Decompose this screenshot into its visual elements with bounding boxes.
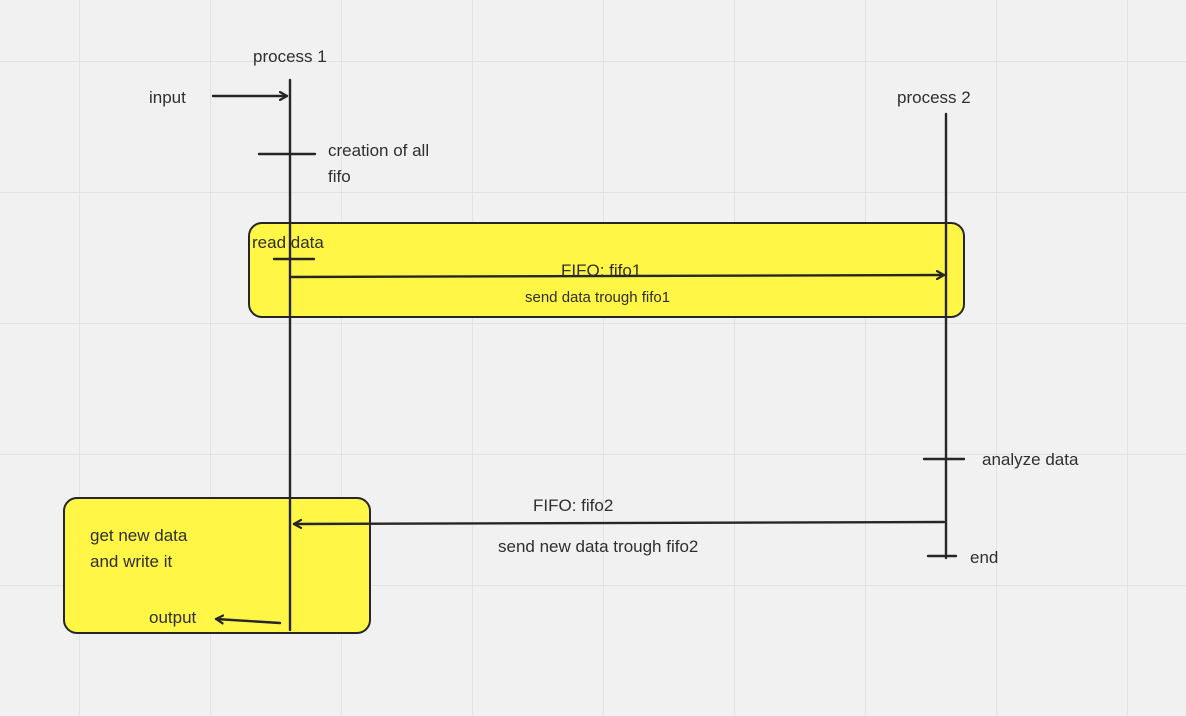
fifo2-name-label: FIFO: fifo2 [533,496,614,515]
fifo1-highlight-box[interactable] [248,222,965,318]
input-label: input [149,88,186,107]
output-highlight-box[interactable] [63,497,371,634]
get-new-data-label: get new data and write it [90,526,188,571]
fifo1-arrow[interactable] [290,275,946,277]
analyze-data-label: analyze data [982,450,1079,469]
fifo2-description: send new data trough fifo2 [498,537,699,556]
output-label: output [149,608,197,627]
fifo1-description: send data trough fifo1 [525,289,671,306]
output-arrow[interactable] [214,619,282,623]
creation-label: creation of all fifo [328,141,430,186]
end-label: end [970,548,999,567]
fifo2-arrow[interactable] [292,522,946,524]
process1-title: process 1 [253,47,327,66]
process2-title: process 2 [897,88,971,107]
fifo1-name-label: FIFO: fifo1 [561,261,642,280]
read-data-label: read data [252,233,324,252]
